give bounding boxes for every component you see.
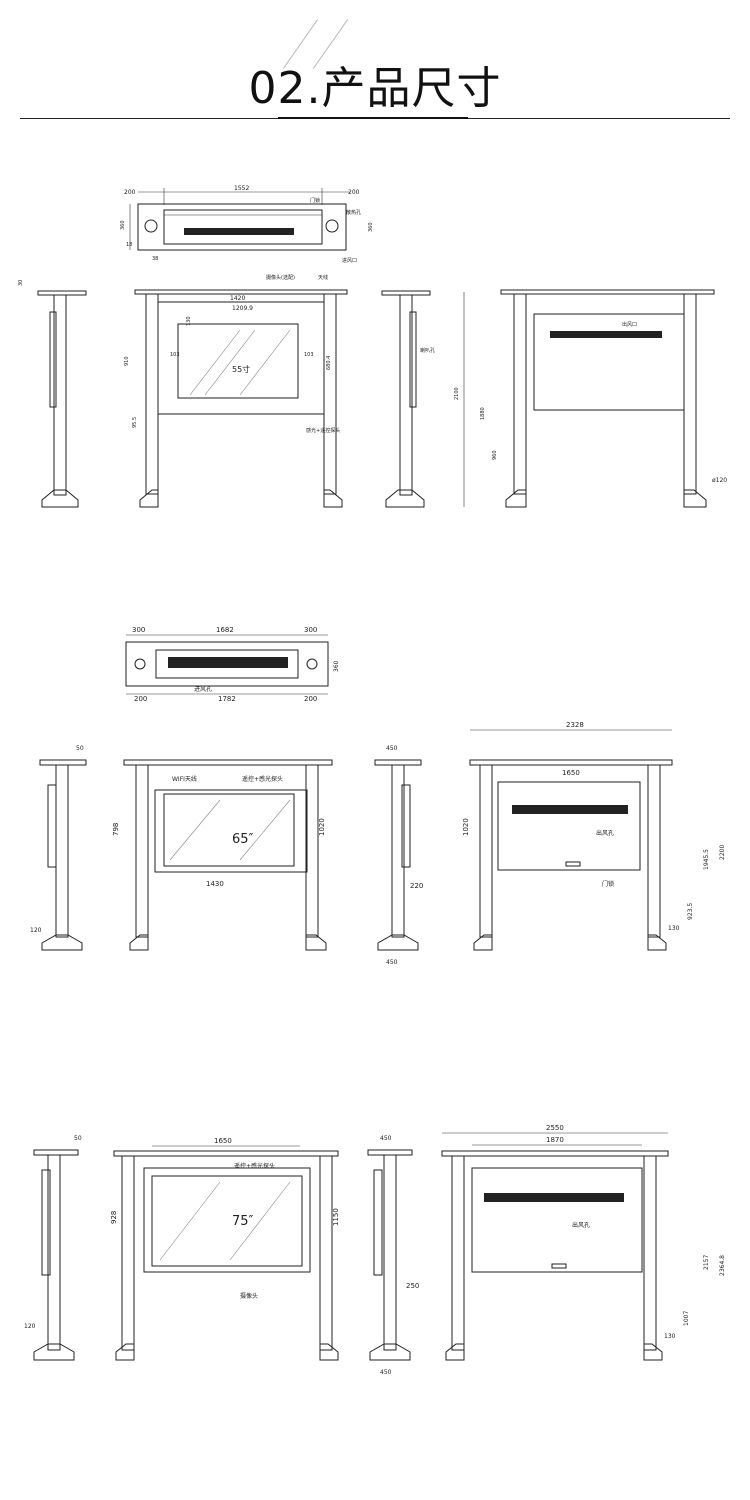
dim-label: 680.4	[326, 356, 332, 370]
dim-label: 450	[380, 1135, 392, 1142]
dim-label: 450	[386, 959, 398, 966]
dim-label: 103	[304, 352, 314, 358]
drawing-65-side-view: 50 120	[30, 745, 87, 951]
drawing-75-side-view: 50 120	[24, 1135, 82, 1361]
dim-label: 360	[368, 222, 374, 232]
callout-label: 喇叭孔	[420, 347, 435, 354]
dim-label: 798	[112, 823, 120, 836]
drawing-65-top-view: 300 1682 300 360 200 1782 200 进风孔	[125, 626, 340, 703]
callout-label: 出风口	[622, 321, 637, 328]
drawing-75-front-view: 1650 75″ 遥控+感光探头 928 1150 摄像头	[110, 1137, 340, 1361]
drawing-65-back-view: 2328 1650 出风孔 门锁 1020 923.5 1945.5 2200 …	[462, 721, 726, 951]
dim-label: 200	[124, 189, 136, 196]
dim-label: 300	[132, 626, 145, 634]
dim-label: 1430	[206, 880, 224, 888]
drawing-65-side-view-2: 450 220 450	[374, 745, 423, 966]
dim-label: 2550	[546, 1124, 564, 1132]
dim-label: 30	[18, 280, 24, 286]
dim-label: 1782	[218, 695, 236, 703]
dim-label: 130	[186, 316, 192, 326]
drawing-75-back-view: 2550 1870 出风孔 1007 2157 2364.8 130	[441, 1124, 726, 1361]
dim-label: 2328	[566, 721, 584, 729]
dim-label: 1945.5	[703, 849, 710, 870]
callout-label: 遥控+感光探头	[234, 1162, 275, 1170]
dim-label: 1150	[332, 1208, 340, 1226]
screen-size-label: 75″	[232, 1214, 254, 1229]
callout-label: 出风孔	[572, 1221, 590, 1229]
dim-label: 200	[348, 189, 360, 196]
dim-label: 2200	[719, 845, 726, 860]
dim-label: 2364.8	[719, 1255, 726, 1276]
dim-label: 360	[333, 660, 340, 672]
dim-label: 103	[170, 352, 180, 358]
dim-label: 50	[76, 745, 84, 752]
drawing-55-front-view: 55寸 1420 1209.9 130 103 103 910 680.4 95…	[124, 274, 348, 508]
dim-label: 1020	[318, 818, 326, 836]
callout-label: 散热孔	[346, 209, 361, 216]
dim-label: 250	[406, 1282, 419, 1290]
screen-size-label: 65″	[232, 832, 254, 847]
dim-label: 130	[664, 1333, 676, 1340]
dim-label: 360	[120, 220, 126, 230]
callout-label: 门锁	[602, 880, 614, 888]
page-header: 02.产品尺寸	[0, 0, 750, 130]
callout-label: 摄像头(选配)	[266, 274, 295, 281]
callout-label: 进风口	[342, 257, 357, 264]
dim-label: 450	[386, 745, 398, 752]
dim-label: 200	[304, 695, 317, 703]
callout-label: 遥控+感光探头	[242, 775, 283, 783]
drawing-75-side-view-2: 450 250 450	[367, 1135, 419, 1376]
dim-label: 200	[134, 695, 147, 703]
dim-label: 1007	[683, 1311, 690, 1326]
dim-label: 1552	[234, 185, 249, 192]
dim-label: 1870	[546, 1136, 564, 1144]
dim-label: 38	[152, 256, 158, 262]
dim-label: 1420	[230, 295, 245, 302]
dim-label: 1650	[214, 1137, 232, 1145]
dim-label: 2157	[703, 1255, 710, 1270]
dim-label: 1650	[562, 769, 580, 777]
drawing-55-back-view: 出风口 2100 1880 960 ø120	[454, 289, 727, 508]
dim-label: 1880	[480, 407, 486, 420]
dim-label: 923.5	[687, 903, 694, 920]
dim-label: 960	[492, 450, 498, 460]
dim-label: 130	[668, 925, 680, 932]
dim-label: ø120	[712, 477, 727, 484]
title-underline	[278, 117, 468, 119]
dim-label: 50	[74, 1135, 82, 1142]
callout-label: 进风孔	[194, 685, 212, 693]
dim-label: 120	[24, 1323, 36, 1330]
dim-label: 928	[110, 1211, 118, 1224]
dim-label: 1209.9	[232, 305, 253, 312]
drawing-55-side-view-2: 喇叭孔	[381, 290, 435, 508]
dim-label: 450	[380, 1369, 392, 1376]
callout-label: WIFI天线	[172, 775, 197, 783]
dim-label: 1682	[216, 626, 234, 634]
drawing-65-front-view: 65″ WIFI天线 遥控+感光探头 798 1020 1430	[112, 759, 333, 951]
callout-label: 摄像头	[240, 1292, 258, 1300]
callout-label: 感光+遥控探头	[306, 427, 340, 434]
screen-size-label: 55寸	[232, 364, 250, 374]
dim-label: 95.5	[132, 417, 138, 428]
dim-label: 220	[410, 882, 423, 890]
drawing-55-top-view: 200 1552 200 360 360 18 38 门锁 散热孔 进风口	[120, 185, 374, 264]
drawing-55-side-view: 30	[18, 280, 87, 508]
callout-label: 门锁	[310, 197, 320, 204]
dim-label: 910	[124, 356, 130, 366]
dim-label: 120	[30, 927, 42, 934]
page-title: 02.产品尺寸	[248, 63, 502, 114]
callout-label: 出风孔	[596, 829, 614, 837]
dim-label: 300	[304, 626, 317, 634]
dim-label: 2100	[454, 387, 460, 400]
callout-label: 天线	[318, 274, 328, 281]
dim-label: 18	[126, 242, 132, 248]
dim-label: 1020	[462, 818, 470, 836]
